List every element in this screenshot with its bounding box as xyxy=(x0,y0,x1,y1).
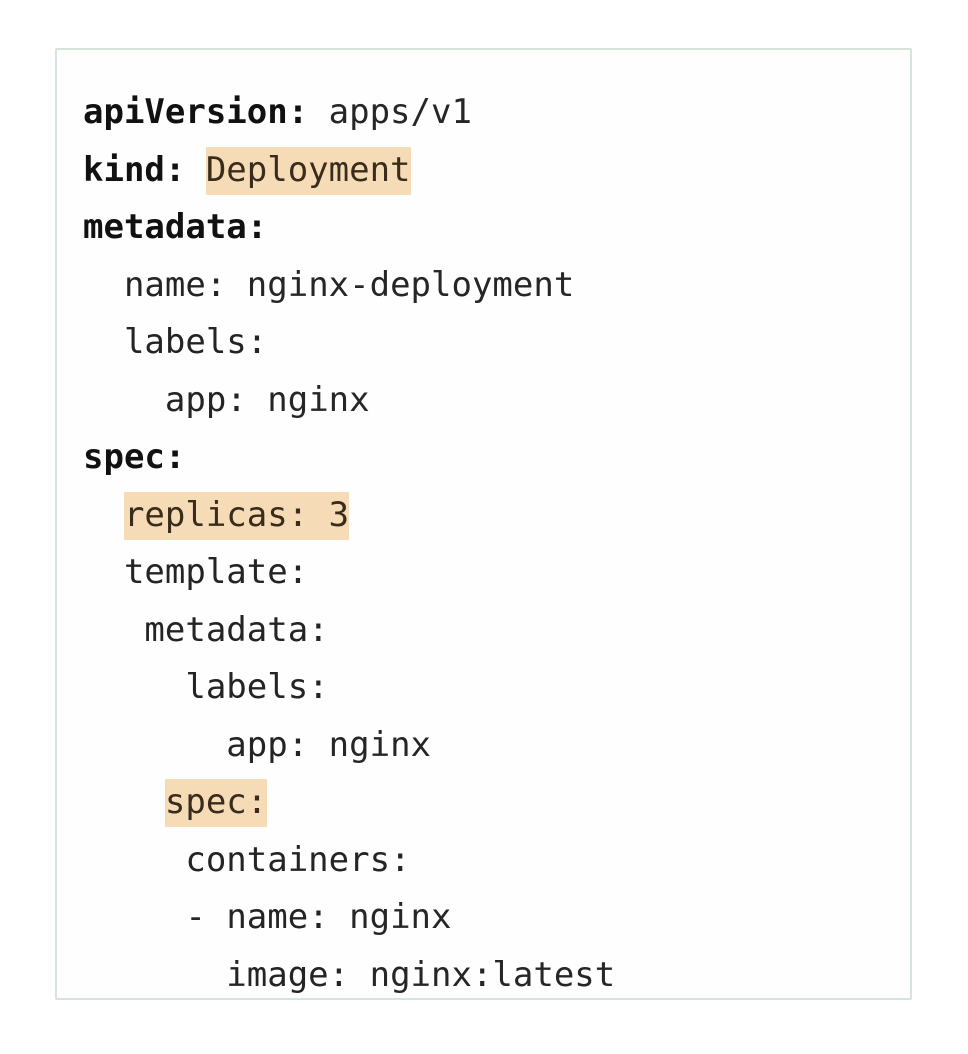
yaml-value: Deployment xyxy=(205,146,411,195)
yaml-indent xyxy=(83,380,165,420)
yaml-line: app: nginx xyxy=(83,372,904,430)
yaml-line: name: nginx-deployment xyxy=(83,257,904,315)
yaml-line: containers: xyxy=(83,832,904,890)
yaml-indent xyxy=(83,955,226,995)
yaml-key: labels: xyxy=(123,322,268,362)
yaml-line: metadata: xyxy=(83,199,904,257)
yaml-line: spec: xyxy=(83,774,904,832)
yaml-indent xyxy=(83,552,124,592)
yaml-value: nginx xyxy=(328,724,432,765)
yaml-line: - name: nginx xyxy=(83,889,904,947)
yaml-key: apiVersion: xyxy=(83,92,329,132)
yaml-key: metadata: xyxy=(83,207,268,247)
yaml-line: apiVersion: apps/v1 xyxy=(83,84,904,142)
yaml-line: kind: Deployment xyxy=(83,142,904,200)
yaml-key: name: xyxy=(123,264,247,305)
yaml-indent xyxy=(83,840,185,880)
yaml-line: template: xyxy=(83,544,904,602)
yaml-value: apps/v1 xyxy=(328,92,472,132)
yaml-value: nginx:latest xyxy=(369,954,616,995)
yaml-indent xyxy=(83,495,124,535)
yaml-value: nginx-deployment xyxy=(246,264,575,305)
yaml-line: labels: xyxy=(83,659,904,717)
yaml-key: name: xyxy=(226,897,350,937)
yaml-line: app: nginx xyxy=(83,717,904,775)
yaml-line: image: nginx:latest xyxy=(83,947,904,999)
yaml-key: metadata: xyxy=(144,609,329,650)
yaml-key: kind: xyxy=(83,149,206,190)
yaml-line: spec: xyxy=(83,429,904,487)
yaml-indent xyxy=(83,322,124,362)
yaml-key: image: xyxy=(226,954,370,995)
yaml-value: nginx xyxy=(349,897,452,937)
yaml-indent xyxy=(83,610,144,650)
yaml-key: app: xyxy=(164,379,268,420)
yaml-line: replicas: 3 xyxy=(83,487,904,545)
yaml-key: spec: xyxy=(83,437,186,477)
yaml-indent xyxy=(83,897,185,937)
yaml-key: spec: xyxy=(164,779,268,827)
yaml-indent xyxy=(83,725,226,765)
yaml-indent xyxy=(83,782,165,822)
yaml-list-dash: - xyxy=(185,897,227,937)
yaml-key: containers: xyxy=(185,839,411,880)
yaml-key: labels: xyxy=(185,667,329,707)
yaml-value: nginx xyxy=(267,379,370,420)
yaml-indent xyxy=(83,265,124,305)
yaml-indent xyxy=(83,667,185,707)
yaml-line: labels: xyxy=(83,314,904,372)
yaml-key: replicas: 3 xyxy=(123,491,350,540)
yaml-line: metadata: xyxy=(83,602,904,660)
yaml-key: template: xyxy=(123,552,309,592)
yaml-key: app: xyxy=(226,724,329,765)
